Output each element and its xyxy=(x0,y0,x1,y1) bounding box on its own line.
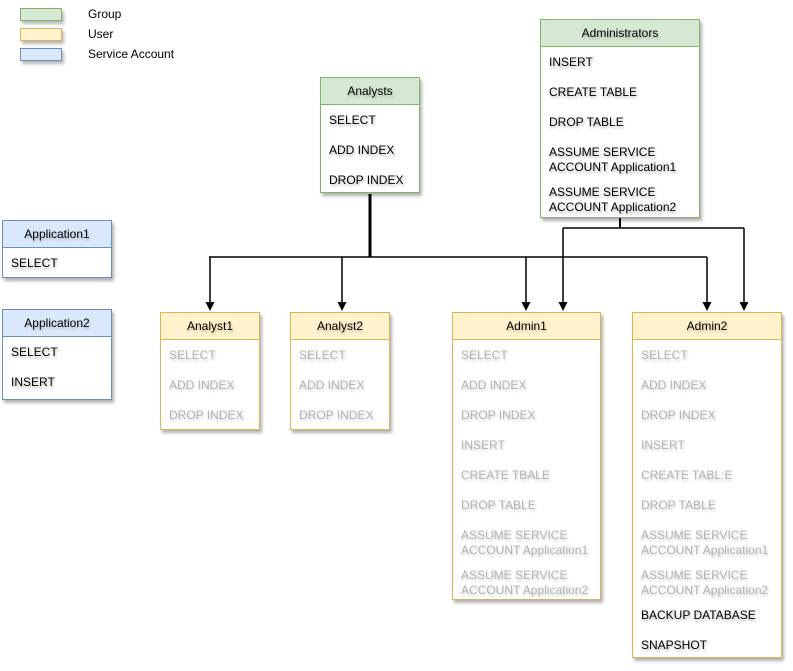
permission-item: ASSUME SERVICE ACCOUNT Application1 xyxy=(641,528,769,557)
node-administrators[interactable]: Administrators INSERT CREATE TABLE DROP … xyxy=(540,19,700,218)
node-title: Administrators xyxy=(541,20,699,47)
permission-item: ASSUME SERVICE ACCOUNT Application1 xyxy=(549,145,677,174)
permission-item: SELECT xyxy=(641,348,688,362)
node-body: SELECT ADD INDEX DROP INDEX xyxy=(321,105,419,188)
legend-label: Group xyxy=(88,7,122,21)
node-admin2[interactable]: Admin2 SELECT ADD INDEX DROP INDEX INSER… xyxy=(632,312,782,658)
permission-item: BACKUP DATABASE xyxy=(641,608,756,622)
permission-item: CREATE TABLE xyxy=(549,85,638,99)
permission-item: ASSUME SERVICE ACCOUNT Application2 xyxy=(461,568,589,597)
permission-item: DROP INDEX xyxy=(461,408,536,422)
node-analysts[interactable]: Analysts SELECT ADD INDEX DROP INDEX xyxy=(320,77,420,193)
administrators-edges xyxy=(562,218,745,303)
permission-item: DROP TABLE xyxy=(549,115,624,129)
permission-item: SELECT xyxy=(11,256,58,270)
permission-item: CREATE TBALE xyxy=(461,468,550,482)
service-account-color-swatch xyxy=(20,48,62,61)
permission-item: DROP INDEX xyxy=(169,408,244,422)
permission-item: DROP INDEX xyxy=(329,173,404,187)
permission-item: ADD INDEX xyxy=(641,378,707,392)
node-body: SELECT ADD INDEX DROP INDEX INSERT CREAT… xyxy=(633,340,781,653)
node-admin1[interactable]: Admin1 SELECT ADD INDEX DROP INDEX INSER… xyxy=(452,312,601,600)
node-title: Analyst2 xyxy=(291,313,389,340)
permission-item: SELECT xyxy=(329,113,376,127)
node-body: SELECT INSERT xyxy=(3,337,111,390)
node-body: INSERT CREATE TABLE DROP TABLE ASSUME SE… xyxy=(541,47,699,215)
node-title: Analyst1 xyxy=(161,313,259,340)
permission-item: ADD INDEX xyxy=(169,378,235,392)
permission-item: DROP TABLE xyxy=(641,498,716,512)
permission-item: SELECT xyxy=(11,345,58,359)
node-title: Analysts xyxy=(321,78,419,105)
node-analyst2[interactable]: Analyst2 SELECT ADD INDEX DROP INDEX xyxy=(290,312,390,430)
legend: Group User Service Account xyxy=(20,8,174,68)
legend-label: User xyxy=(88,27,114,41)
permission-item: SELECT xyxy=(461,348,508,362)
legend-item-service-account[interactable]: Service Account xyxy=(20,48,174,61)
user-color-swatch xyxy=(20,28,62,41)
permission-item: SELECT xyxy=(299,348,346,362)
permission-item: DROP TABLE xyxy=(461,498,536,512)
legend-item-user[interactable]: User xyxy=(20,28,174,41)
arrowhead xyxy=(739,302,749,311)
node-title: Application1 xyxy=(3,221,111,248)
permission-item: INSERT xyxy=(641,438,685,452)
permission-item: CREATE TABL:E xyxy=(641,468,733,482)
permission-item: DROP INDEX xyxy=(299,408,374,422)
node-application1[interactable]: Application1 SELECT xyxy=(2,220,112,278)
node-body: SELECT xyxy=(3,248,111,271)
permission-item: ADD INDEX xyxy=(329,143,395,157)
node-title: Application2 xyxy=(3,310,111,337)
permission-item: INSERT xyxy=(461,438,505,452)
arrowhead xyxy=(205,302,215,311)
permission-item: INSERT xyxy=(549,55,593,69)
node-body: SELECT ADD INDEX DROP INDEX xyxy=(291,340,389,423)
node-body: SELECT ADD INDEX DROP INDEX INSERT CREAT… xyxy=(453,340,600,598)
node-analyst1[interactable]: Analyst1 SELECT ADD INDEX DROP INDEX xyxy=(160,312,260,430)
arrowheads xyxy=(205,302,749,311)
node-title: Admin1 xyxy=(453,313,600,340)
legend-item-group[interactable]: Group xyxy=(20,8,174,21)
permission-item: ADD INDEX xyxy=(299,378,365,392)
node-title: Admin2 xyxy=(633,313,781,340)
permission-item: ASSUME SERVICE ACCOUNT Application1 xyxy=(461,528,589,557)
permission-item: ADD INDEX xyxy=(461,378,527,392)
arrowhead xyxy=(702,302,712,311)
permission-item: DROP INDEX xyxy=(641,408,716,422)
permission-item: ASSUME SERVICE ACCOUNT Application2 xyxy=(549,185,677,214)
group-color-swatch xyxy=(20,8,62,21)
arrowhead xyxy=(521,302,531,311)
arrowhead xyxy=(337,302,347,311)
legend-label: Service Account xyxy=(88,47,175,61)
arrowhead xyxy=(558,302,568,311)
permission-item: SNAPSHOT xyxy=(641,638,708,652)
permission-item: INSERT xyxy=(11,375,55,389)
node-body: SELECT ADD INDEX DROP INDEX xyxy=(161,340,259,423)
permission-item: SELECT xyxy=(169,348,216,362)
node-application2[interactable]: Application2 SELECT INSERT xyxy=(2,309,112,400)
permission-item: ASSUME SERVICE ACCOUNT Application2 xyxy=(641,568,769,597)
